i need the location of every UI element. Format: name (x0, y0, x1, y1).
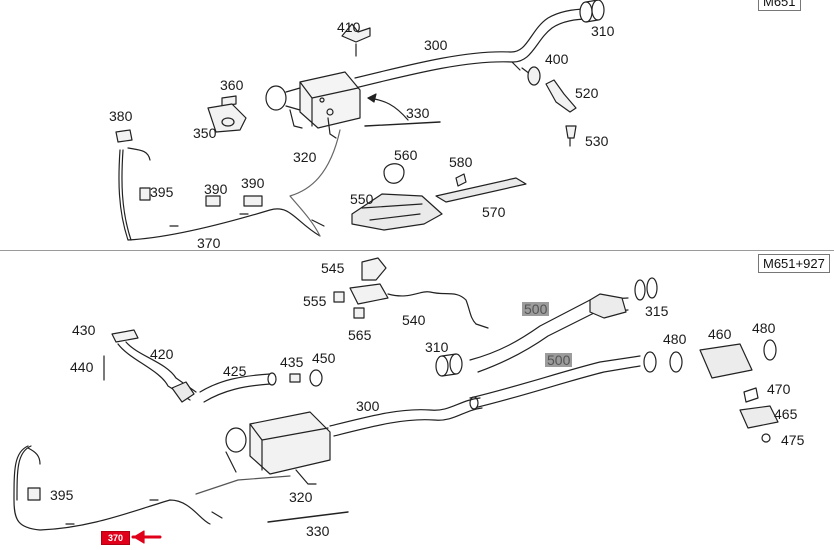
top-sensor-line (115, 129, 341, 241)
variant-label-top: M651 (758, 0, 801, 11)
part-label[interactable]: 550 (350, 191, 374, 207)
part-label[interactable]: 540 (402, 312, 426, 328)
part-label[interactable]: 580 (449, 154, 473, 170)
part-label[interactable]: 330 (306, 523, 330, 539)
part-label[interactable]: 555 (303, 293, 327, 309)
part-label[interactable]: 430 (72, 322, 96, 338)
part-label[interactable]: 520 (575, 85, 599, 101)
part-label[interactable]: 320 (293, 149, 317, 165)
top-heat-shields (351, 163, 527, 231)
part-label[interactable]: 475 (781, 432, 805, 448)
part-label[interactable]: 440 (70, 359, 94, 375)
part-label[interactable]: 400 (545, 51, 569, 67)
bottom-sensor-line (13, 445, 349, 531)
part-label[interactable]: 380 (109, 108, 133, 124)
part-label[interactable]: 390 (204, 181, 228, 197)
part-label[interactable]: 315 (645, 303, 669, 319)
part-label[interactable]: 310 (425, 339, 449, 355)
part-label[interactable]: 470 (767, 381, 791, 397)
part-label-highlighted[interactable]: 500 (545, 352, 573, 368)
variant-label-bottom: M651+927 (758, 254, 830, 273)
bottom-pressure-sensor (333, 257, 489, 329)
part-label[interactable]: 465 (774, 406, 798, 422)
section-divider (0, 250, 834, 251)
part-label[interactable]: 360 (220, 77, 244, 93)
top-hanger-parts (527, 66, 577, 147)
part-label[interactable]: 300 (356, 398, 380, 414)
part-label[interactable]: 395 (50, 487, 74, 503)
top-bracket-410 (341, 23, 371, 57)
part-label[interactable]: 395 (150, 184, 174, 200)
top-dpf-canister (265, 71, 361, 139)
part-label[interactable]: 450 (312, 350, 336, 366)
part-label[interactable]: 480 (752, 320, 776, 336)
part-label[interactable]: 330 (406, 105, 430, 121)
highlighted-part-370[interactable]: 370 (101, 531, 130, 545)
top-mount-350-360 (207, 95, 247, 133)
part-label[interactable]: 425 (223, 363, 247, 379)
part-label[interactable]: 530 (585, 133, 609, 149)
top-exhaust-pipe (354, 8, 589, 89)
part-label[interactable]: 310 (591, 23, 615, 39)
part-label[interactable]: 300 (424, 37, 448, 53)
part-label[interactable]: 570 (482, 204, 506, 220)
top-arrow-head (367, 93, 377, 103)
bottom-exhaust-pipe (329, 397, 483, 437)
part-label[interactable]: 545 (321, 260, 345, 276)
top-clamp-310 (579, 0, 605, 23)
part-label-highlighted[interactable]: 500 (522, 301, 550, 317)
bottom-dpf-canister (225, 411, 331, 485)
part-label[interactable]: 390 (241, 175, 265, 191)
bottom-clamps-460-480 (669, 339, 779, 443)
red-pointer-arrow (131, 530, 162, 544)
part-label[interactable]: 560 (394, 147, 418, 163)
part-label[interactable]: 435 (280, 354, 304, 370)
part-label[interactable]: 420 (150, 346, 174, 362)
bottom-pipe-420 (103, 329, 323, 403)
bottom-clamp-310 (435, 353, 463, 377)
part-label[interactable]: 480 (663, 331, 687, 347)
bottom-pipe-500-upper (469, 277, 658, 373)
part-label[interactable]: 565 (348, 327, 372, 343)
part-label[interactable]: 370 (197, 235, 221, 251)
part-label[interactable]: 460 (708, 326, 732, 342)
part-label[interactable]: 320 (289, 489, 313, 505)
part-label[interactable]: 410 (337, 19, 361, 35)
top-pipe-330 (364, 121, 441, 127)
part-label[interactable]: 350 (193, 125, 217, 141)
